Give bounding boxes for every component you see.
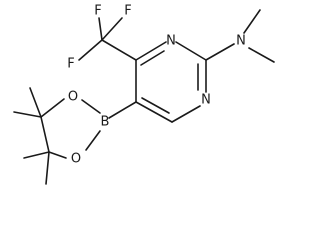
structure-canvas: F F F N N N B O O xyxy=(13,3,275,185)
atom-nitrogen-ring-top: N xyxy=(166,34,176,49)
bond-c6-c5-inner xyxy=(141,97,170,114)
atom-oxygen-lower: O xyxy=(71,152,81,167)
bond-methyl-upper-a xyxy=(29,87,42,118)
bond-methyl-upper-b xyxy=(13,111,42,118)
bond-n3-c2 xyxy=(175,41,207,61)
bond-o-upper-c xyxy=(40,98,65,118)
atom-oxygen-upper: O xyxy=(68,90,78,105)
atom-fluorine-top: F xyxy=(94,4,101,19)
atom-boron: B xyxy=(101,115,110,130)
bond-c4-n3-inner xyxy=(140,50,165,66)
bond-cf3-c-f-left xyxy=(78,39,103,61)
atom-nitrogen-amine: N xyxy=(236,34,246,49)
bonds xyxy=(13,9,275,185)
bond-c5-boron xyxy=(108,101,137,119)
bond-namine-methyl-up xyxy=(243,9,261,34)
bond-c-c-pinacol xyxy=(40,116,50,153)
bond-c6-c5 xyxy=(135,101,173,123)
bond-namine-methyl-right xyxy=(248,47,275,63)
bond-boron-o-lower xyxy=(85,130,101,151)
bond-cf3-c-f-right xyxy=(101,17,123,41)
bond-o-lower-c xyxy=(48,151,67,159)
bond-cf3-c-f-top xyxy=(98,17,103,41)
bond-methyl-lower-a xyxy=(23,151,50,159)
chemical-structure-drawing: F F F N N N B O O xyxy=(13,4,275,185)
atom-nitrogen-ring-bottom: N xyxy=(201,93,211,108)
bond-methyl-lower-b xyxy=(45,151,50,185)
bond-boron-o-upper xyxy=(81,99,101,114)
bond-n1-c6 xyxy=(171,105,201,123)
bond-c4-n3 xyxy=(135,41,167,61)
bond-c2-namine xyxy=(205,43,235,61)
atom-fluorine-right: F xyxy=(124,4,131,19)
bond-cf3-c-ring-c4 xyxy=(101,39,137,61)
atom-labels: F F F N N N B O O xyxy=(67,4,246,167)
atom-fluorine-left: F xyxy=(67,57,74,72)
